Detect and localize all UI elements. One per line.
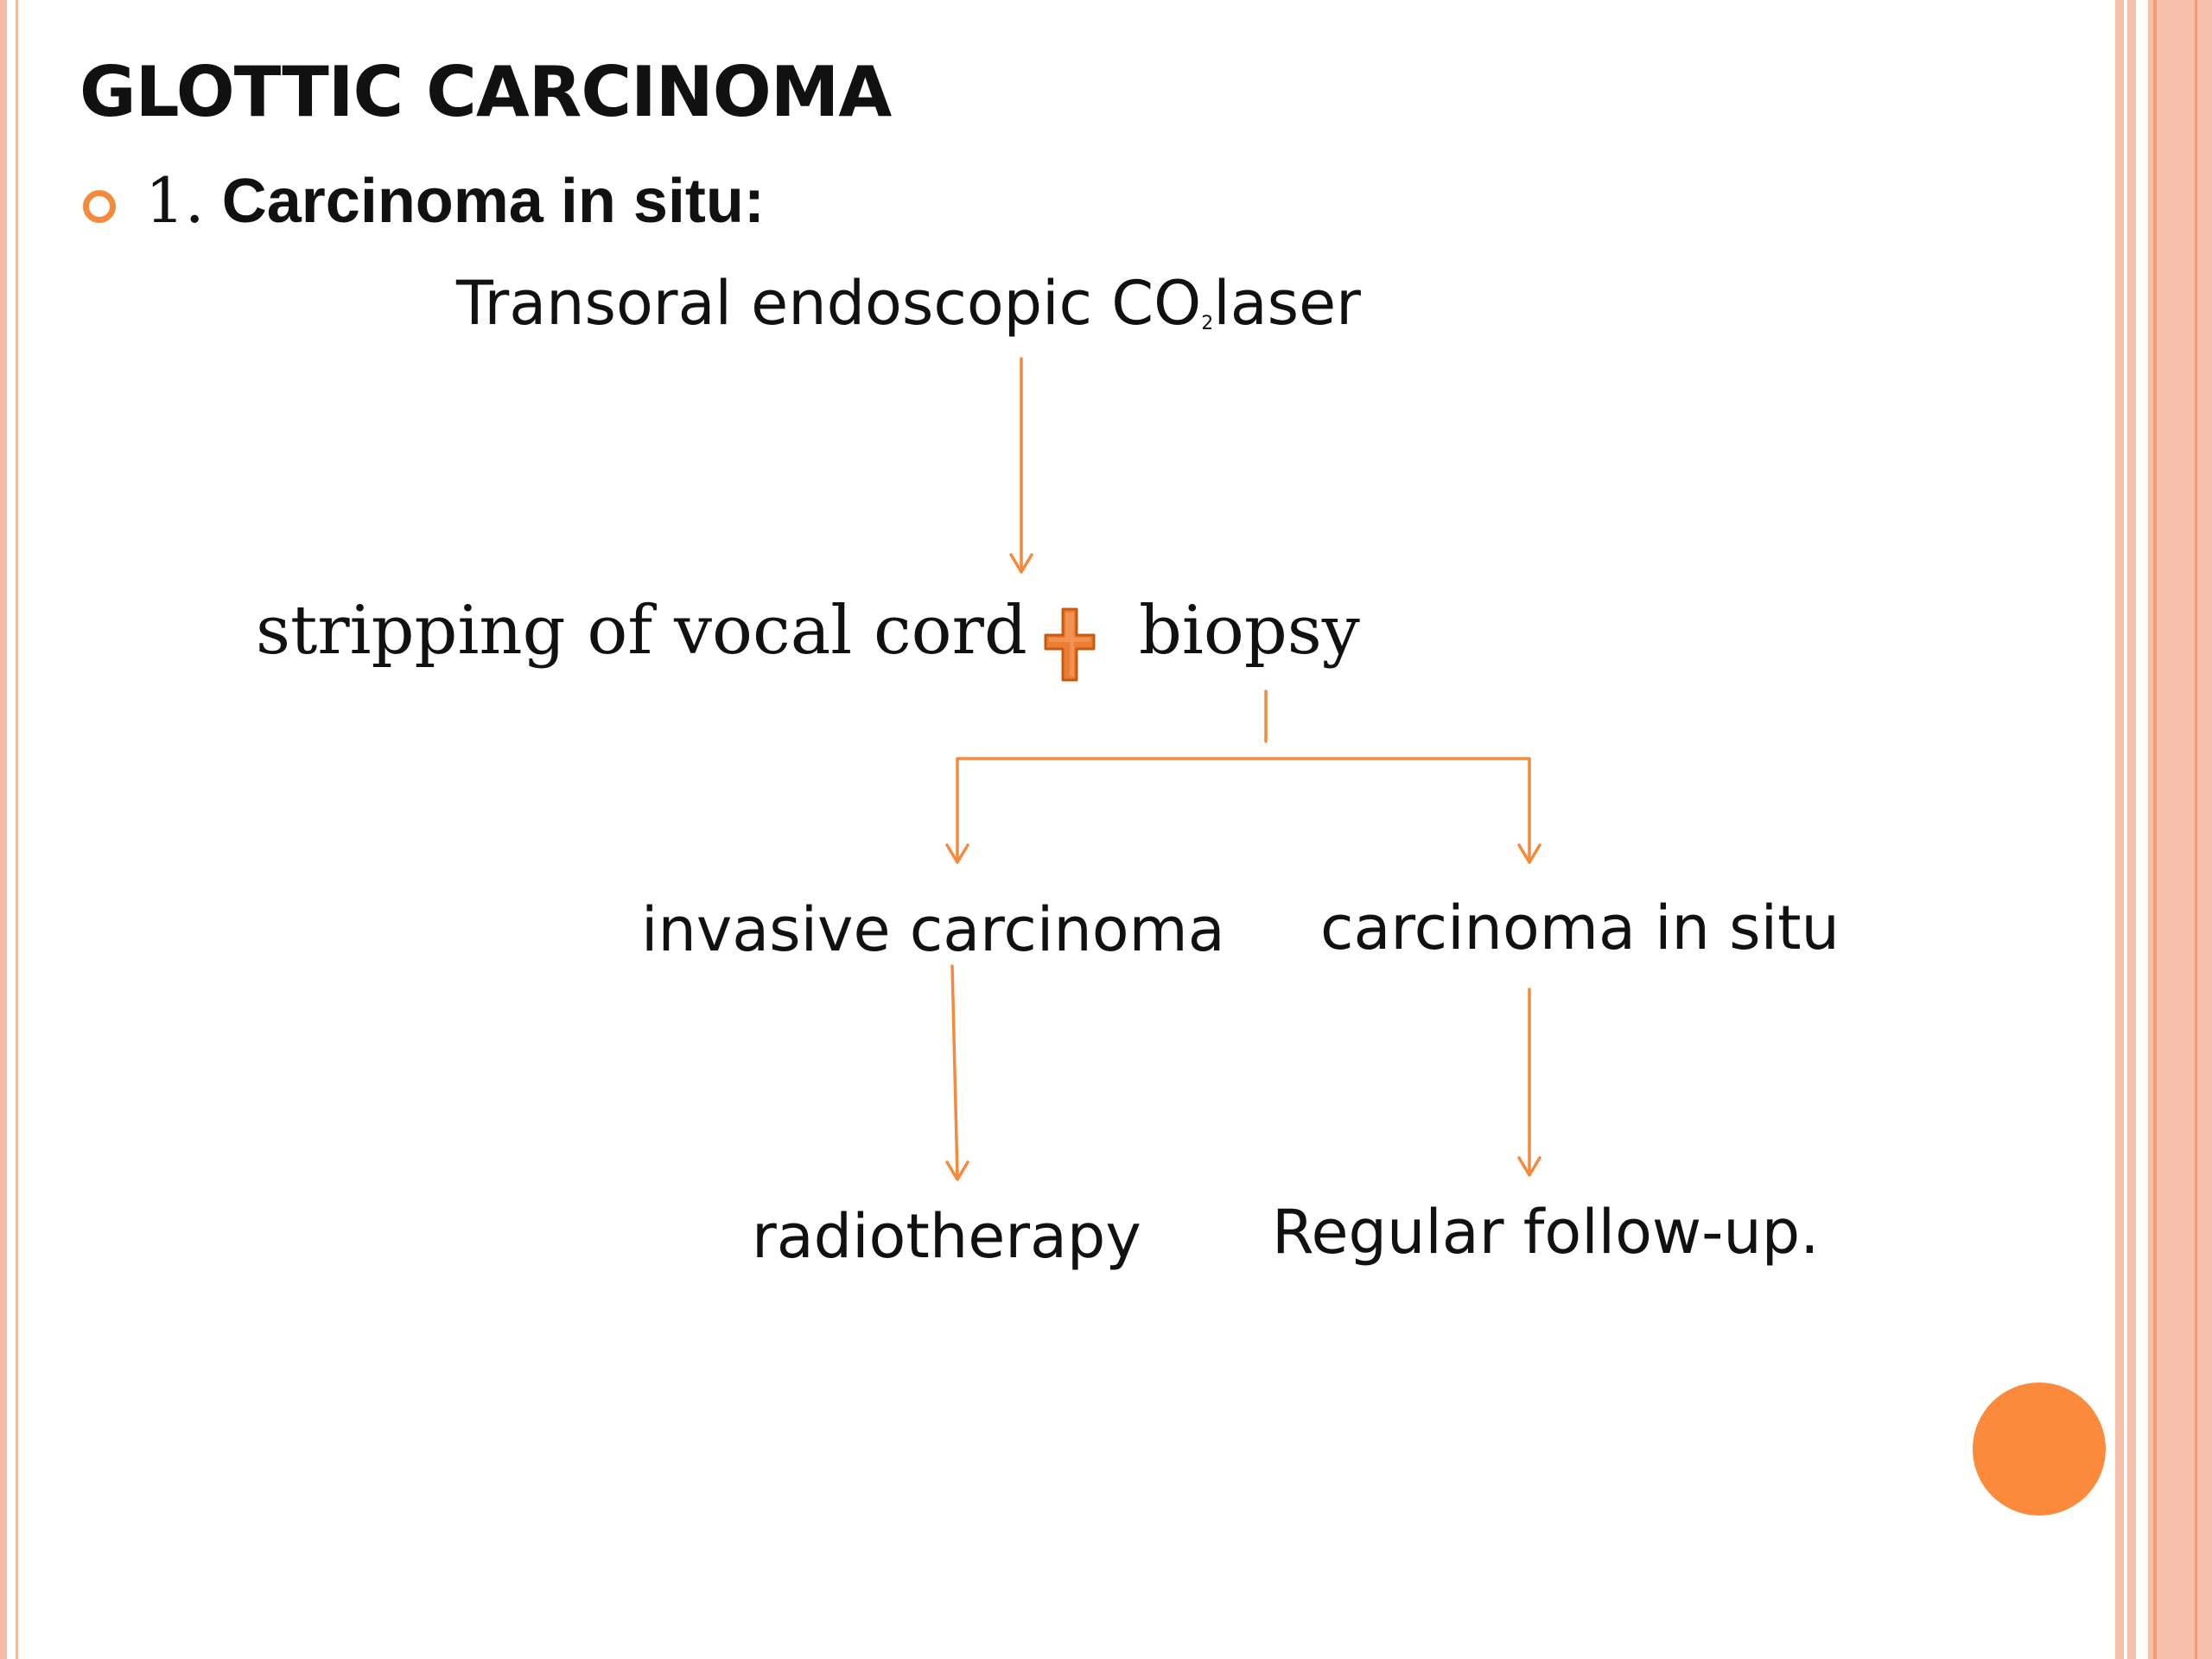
laser-text-start: Transoral endoscopic CO xyxy=(456,268,1202,339)
node-laser: Transoral endoscopic CO2laser xyxy=(456,268,1361,339)
bullet-number: 1. xyxy=(145,164,205,237)
right-border-line xyxy=(2195,0,2197,1659)
left-border-line xyxy=(16,0,18,1659)
arrow-to-radiotherapy xyxy=(950,964,959,1179)
node-stripping: stripping of vocal cord xyxy=(256,592,1027,670)
arrowhead-icon xyxy=(945,843,969,864)
node-carcinoma-in-situ: carcinoma in situ xyxy=(1320,893,1840,963)
node-invasive-carcinoma: invasive carcinoma xyxy=(641,894,1225,965)
arrowhead-icon xyxy=(1517,1156,1541,1177)
arrowhead-icon xyxy=(945,1160,969,1181)
slide-title: GLOTTIC CARCINOMA xyxy=(79,52,892,132)
arrowhead-icon xyxy=(1517,843,1541,864)
laser-text-end: laser xyxy=(1213,268,1361,339)
node-biopsy: biopsy xyxy=(1139,592,1360,670)
right-border-line xyxy=(2153,0,2157,1659)
bullet-ring-icon xyxy=(83,190,116,223)
node-radiotherapy: radiotherapy xyxy=(752,1201,1141,1272)
node-follow-up: Regular follow-up. xyxy=(1272,1197,1820,1268)
arrowhead-icon xyxy=(1009,553,1033,574)
laser-subscript: 2 xyxy=(1201,313,1214,334)
bullet-heading: Carcinoma in situ: xyxy=(221,167,765,236)
right-border-line xyxy=(2136,0,2148,1659)
right-border-line xyxy=(2124,0,2127,1659)
decorative-circle xyxy=(1973,1382,2106,1516)
plus-icon xyxy=(1044,607,1096,682)
left-border xyxy=(0,0,7,1659)
bullet-item: 1. Carcinoma in situ: xyxy=(145,164,765,237)
